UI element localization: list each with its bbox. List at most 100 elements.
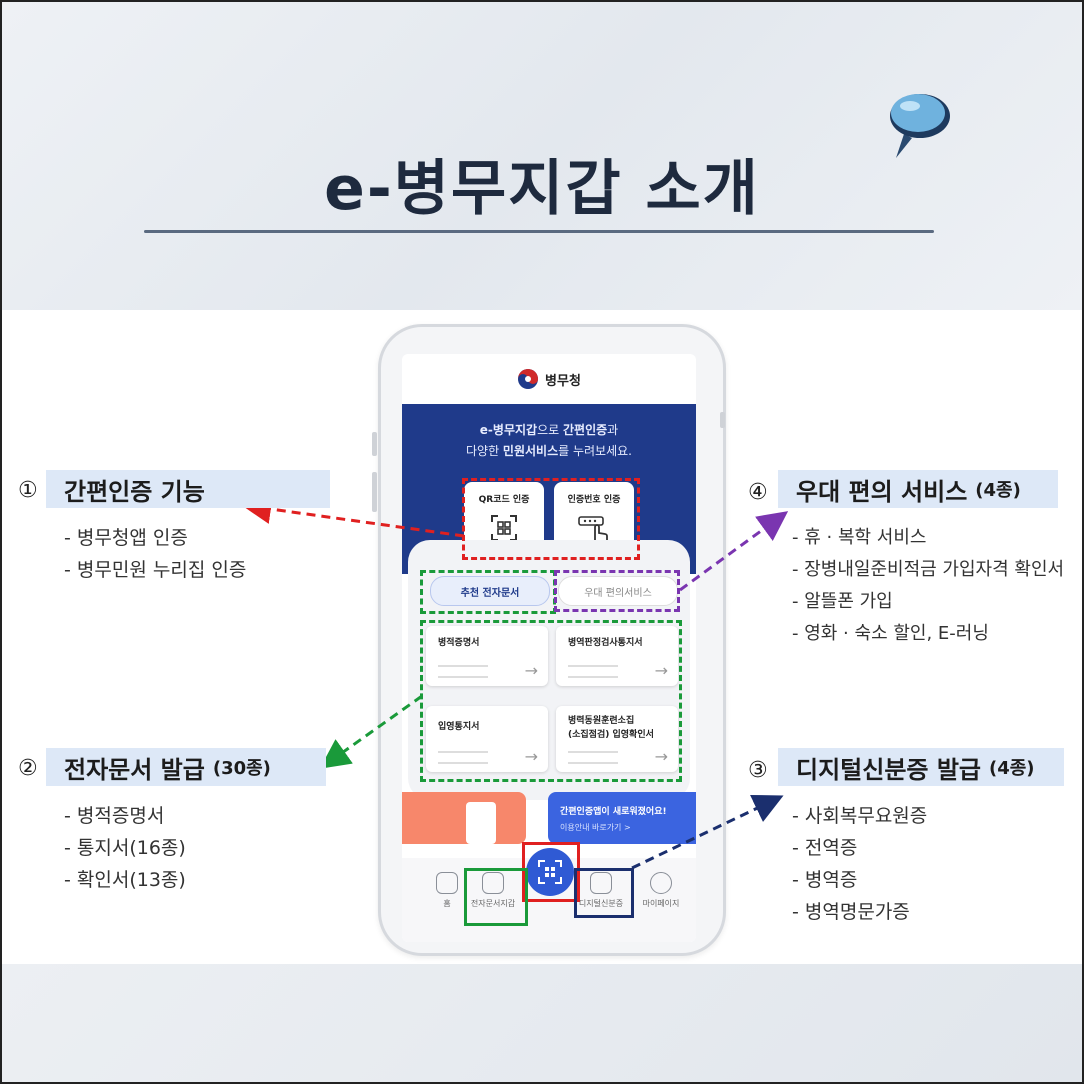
doc-card-meta <box>438 751 488 764</box>
nav-label: 홈 <box>443 899 451 908</box>
nav-label: 디지털신분증 <box>578 899 624 908</box>
doc-card-title: 병력동원훈련소집 <box>568 716 635 726</box>
pin-auth-label: 인증번호 인증 <box>567 495 621 505</box>
section-header-benefits: 우대 편의 서비스 (4종) <box>778 470 1058 508</box>
list-item: 사회복무요원증 <box>792 800 927 832</box>
nav-wallet[interactable]: 전자문서지갑 <box>468 872 518 909</box>
nav-home[interactable]: 홈 <box>422 872 472 909</box>
title-underline <box>144 230 934 233</box>
scan-button[interactable] <box>526 848 574 896</box>
list-item: 통지서(16종) <box>64 832 186 864</box>
hero-highlight: 민원서비스 <box>502 444 559 458</box>
section-title: 간편인증 기능 <box>64 477 205 506</box>
arrow-benefits <box>679 511 789 592</box>
arrow-right-icon: → <box>654 661 668 680</box>
section-number: ② <box>18 756 38 781</box>
hero-text-part: 과 <box>607 423 619 437</box>
arrow-right-icon: → <box>524 747 538 766</box>
list-item: 영화 · 숙소 할인, E-러닝 <box>792 618 1064 650</box>
highlight-auth <box>462 478 640 560</box>
list-item: 알뜰폰 가입 <box>792 586 1064 618</box>
nav-label: 마이페이지 <box>642 899 680 908</box>
promo-banner-title: 간편인증앱이 새로워졌어요! <box>560 807 667 817</box>
nav-mypage[interactable]: 마이페이지 <box>636 872 686 909</box>
phone-screen: 병무청 e-병무지갑으로 간편인증과 다양한 민원서비스를 누려보세요. QR코… <box>402 354 696 942</box>
doc-card[interactable]: 입영통지서 → <box>426 706 548 772</box>
tab-recommended-docs[interactable]: 추천 전자문서 <box>430 576 550 606</box>
list-item: 병무청앱 인증 <box>64 522 246 554</box>
section-number: ④ <box>748 480 768 505</box>
section-count: (30종) <box>212 758 271 779</box>
section-list-auth: 병무청앱 인증 병무민원 누리집 인증 <box>64 522 246 586</box>
qr-auth-label: QR코드 인증 <box>478 495 530 505</box>
taegeuk-logo-icon <box>518 369 539 389</box>
pushpin-icon <box>890 94 950 158</box>
phone-side-button <box>372 432 377 456</box>
section-title: 전자문서 발급 <box>64 755 205 784</box>
doc-card[interactable]: 병력동원훈련소집 (소집점검) 입영확인서 → <box>556 706 678 772</box>
logo-text: 병무청 <box>545 373 581 389</box>
section-header-docs: 전자문서 발급 (30종) <box>46 748 326 786</box>
nav-label: 전자문서지갑 <box>470 899 516 908</box>
section-header-digital-id: 디지털신분증 발급 (4종) <box>778 748 1064 786</box>
keypad-touch-icon <box>578 516 608 541</box>
arrow-right-icon: → <box>654 747 668 766</box>
section-count: (4종) <box>989 758 1035 779</box>
scan-icon <box>538 860 562 884</box>
list-item: 확인서(13종) <box>64 864 186 896</box>
list-item: 병무민원 누리집 인증 <box>64 554 246 586</box>
home-icon <box>436 872 458 894</box>
arrow-right-icon: → <box>524 661 538 680</box>
section-header-auth: 간편인증 기능 <box>46 470 330 508</box>
section-number: ① <box>18 478 38 503</box>
hero-text: e-병무지갑으로 간편인증과 다양한 민원서비스를 누려보세요. <box>402 420 696 462</box>
doc-card-meta <box>438 665 488 678</box>
section-count: (4종) <box>975 480 1021 501</box>
section-title: 디지털신분증 발급 <box>796 755 981 784</box>
highlight-digital-id <box>574 868 634 918</box>
header-band <box>2 2 1082 310</box>
hero-text-part: 으로 <box>537 423 563 437</box>
hero-text-part: 를 누려보세요. <box>558 444 632 458</box>
section-number: ③ <box>748 758 768 783</box>
doc-card-meta <box>568 751 618 764</box>
arrow-digital-id <box>631 794 784 870</box>
app-logo: 병무청 <box>402 354 696 404</box>
highlight-benefit-tab <box>554 570 680 612</box>
list-item: 병적증명서 <box>64 800 186 832</box>
arrow-docs <box>319 694 423 769</box>
page-title: e-병무지갑 소개 <box>324 154 760 224</box>
promo-banner[interactable]: 간편인증앱이 새로워졌어요! 이용안내 바로가기 > <box>548 792 696 844</box>
section-title: 우대 편의 서비스 <box>796 477 968 506</box>
nav-digital-id[interactable]: 디지털신분증 <box>576 872 626 909</box>
doc-card-title: 병역판정검사통지서 <box>568 638 643 648</box>
hero-text-part: 다양한 <box>465 444 503 458</box>
promo-banner-link[interactable]: 이용안내 바로가기 > <box>560 823 631 832</box>
hero-brand: e-병무지갑 <box>479 423 538 437</box>
highlight-wallet <box>464 868 528 926</box>
doc-card-title: (소집점검) 입영확인서 <box>568 730 654 740</box>
promo-banner-left[interactable] <box>402 792 526 844</box>
list-item: 전역증 <box>792 832 927 864</box>
phone-side-button <box>720 412 725 428</box>
id-card-icon <box>590 872 612 894</box>
doc-card[interactable]: 병역판정검사통지서 → <box>556 626 678 686</box>
phone-side-button <box>372 472 377 512</box>
phone-thumbnail <box>466 802 496 844</box>
profile-icon <box>650 872 672 894</box>
list-item: 병역증 <box>792 864 927 896</box>
list-item: 휴 · 복학 서비스 <box>792 522 1064 554</box>
highlight-scan <box>522 842 580 902</box>
highlight-docs <box>420 620 682 782</box>
list-item: 병역명문가증 <box>792 896 927 928</box>
list-item: 장병내일준비적금 가입자격 확인서 <box>792 554 1064 586</box>
hero-highlight: 간편인증 <box>562 423 608 437</box>
wallet-icon <box>482 872 504 894</box>
section-list-docs: 병적증명서 통지서(16종) 확인서(13종) <box>64 800 186 896</box>
tab-benefit-services[interactable]: 우대 편의서비스 <box>558 576 678 606</box>
section-list-digital-id: 사회복무요원증 전역증 병역증 병역명문가증 <box>792 800 927 928</box>
doc-card-title: 병적증명서 <box>438 638 480 648</box>
doc-card[interactable]: 병적증명서 → <box>426 626 548 686</box>
footer-band <box>2 964 1082 1082</box>
